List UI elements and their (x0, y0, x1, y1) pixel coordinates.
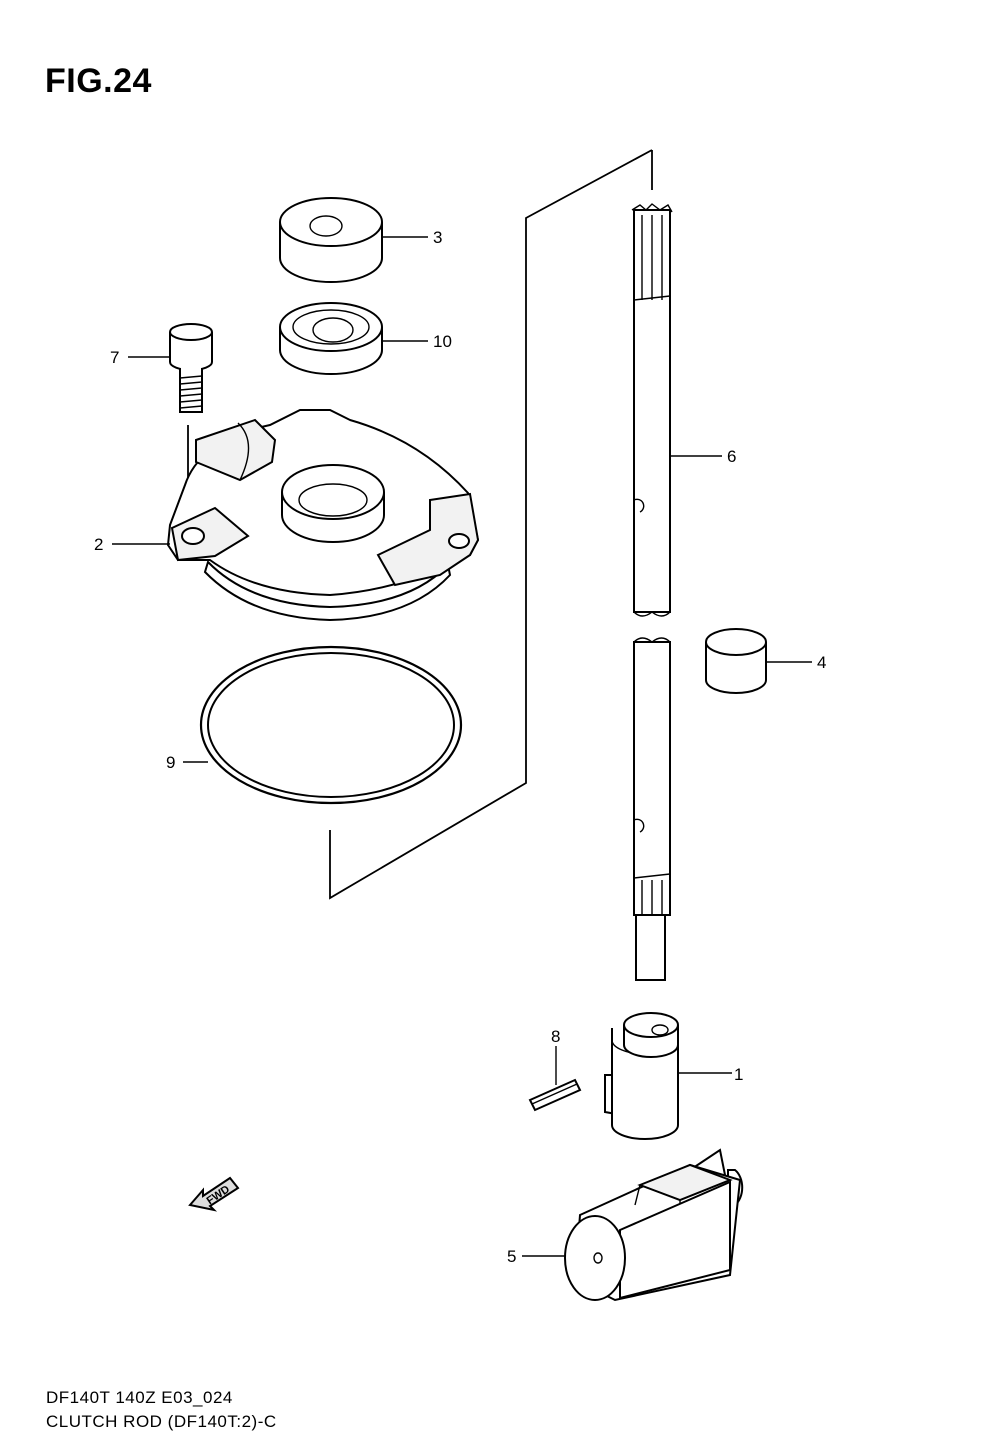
footer-caption: CLUTCH ROD (DF140T:2)-C (46, 1412, 277, 1431)
part-8-pin (528, 1078, 582, 1112)
callout-4: 4 (817, 653, 826, 672)
callout-6: 6 (727, 447, 736, 466)
part-4-bushing (705, 628, 767, 694)
callout-3: 3 (433, 228, 442, 247)
fwd-arrow-icon: FWD (188, 1176, 240, 1212)
part-3-collar (279, 197, 383, 283)
part-10-oil-seal (279, 302, 383, 375)
figure-title: FIG.24 (45, 62, 152, 100)
footer-code: DF140T 140Z E03_024 (46, 1388, 233, 1407)
callout-9: 9 (166, 753, 175, 772)
part-1-guide (604, 1012, 679, 1140)
callout-8: 8 (551, 1027, 560, 1046)
part-5-clutch-block (564, 1148, 744, 1302)
leader-lines (112, 236, 812, 1257)
callout-7: 7 (110, 348, 119, 367)
callout-2: 2 (94, 535, 103, 554)
callout-1: 1 (734, 1065, 743, 1084)
assembly-bracket (329, 149, 653, 900)
part-6-clutch-rod (631, 203, 673, 981)
part-9-o-ring (199, 645, 463, 805)
part-2-cover (166, 409, 480, 622)
part-7-bolt (169, 323, 213, 520)
callout-10: 10 (433, 332, 452, 351)
callout-5: 5 (507, 1247, 516, 1266)
